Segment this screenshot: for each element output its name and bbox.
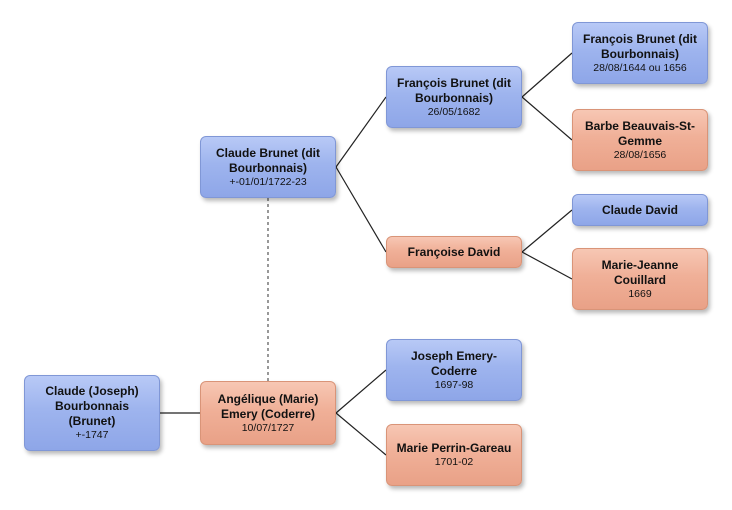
person-marie-perrin-gareau[interactable]: Marie Perrin-Gareau 1701-02 xyxy=(386,424,522,486)
person-date: +-01/01/1722-23 xyxy=(229,175,307,188)
connector-francois-to-francois1644 xyxy=(521,52,573,98)
person-marie-jeanne-couillard[interactable]: Marie-Jeanne Couillard 1669 xyxy=(572,248,708,310)
person-barbe-beauvais[interactable]: Barbe Beauvais-St-Gemme 28/08/1656 xyxy=(572,109,708,171)
person-date: 10/07/1727 xyxy=(241,421,295,434)
person-date: 1697-98 xyxy=(434,378,474,391)
person-date: 28/08/1644 ou 1656 xyxy=(593,61,687,74)
person-joseph-emery-coderre[interactable]: Joseph Emery-Coderre 1697-98 xyxy=(386,339,522,401)
person-date: 1669 xyxy=(628,287,652,300)
person-name: François Brunet (dit Bourbonnais) xyxy=(396,75,511,105)
person-name: Angélique (Marie) Emery (Coderre) xyxy=(217,391,319,421)
person-name: Joseph Emery-Coderre xyxy=(410,348,498,378)
person-name: Claude (Joseph) Bourbonnais (Brunet) xyxy=(45,384,139,428)
person-francois-brunet-1644[interactable]: François Brunet (dit Bourbonnais) 28/08/… xyxy=(572,22,708,84)
person-claude-joseph-bourbonnais[interactable]: Claude (Joseph) Bourbonnais (Brunet) +-1… xyxy=(24,375,160,451)
person-name: Claude David xyxy=(601,202,679,217)
person-claude-david[interactable]: Claude David xyxy=(572,194,708,226)
person-date: 26/05/1682 xyxy=(427,105,481,118)
person-claude-brunet[interactable]: Claude Brunet (dit Bourbonnais) +-01/01/… xyxy=(200,136,336,198)
person-name: Barbe Beauvais-St-Gemme xyxy=(584,118,696,148)
connector-angelique-to-joseph xyxy=(335,369,387,414)
person-angelique-emery[interactable]: Angélique (Marie) Emery (Coderre) 10/07/… xyxy=(200,381,336,445)
person-francois-brunet-1682[interactable]: François Brunet (dit Bourbonnais) 26/05/… xyxy=(386,66,522,128)
person-date: 28/08/1656 xyxy=(613,148,667,161)
connector-angelique-to-marie xyxy=(335,412,387,456)
connector-claude-to-francoise xyxy=(335,166,387,253)
person-francoise-david[interactable]: Françoise David xyxy=(386,236,522,268)
connector-francois-to-barbe xyxy=(521,96,573,141)
connector-francoise-to-marie-jeanne xyxy=(521,251,573,280)
person-name: Françoise David xyxy=(407,244,501,259)
person-name: Claude Brunet (dit Bourbonnais) xyxy=(216,145,320,175)
person-name: Marie Perrin-Gareau xyxy=(396,441,512,455)
person-name: Marie-Jeanne Couillard xyxy=(601,257,679,287)
person-date: +-1747 xyxy=(75,429,109,441)
person-name: François Brunet (dit Bourbonnais) xyxy=(582,31,697,61)
connector-francoise-to-claude-david xyxy=(521,209,573,253)
connector-claude-to-francois xyxy=(335,96,387,168)
person-date: 1701-02 xyxy=(434,456,474,468)
